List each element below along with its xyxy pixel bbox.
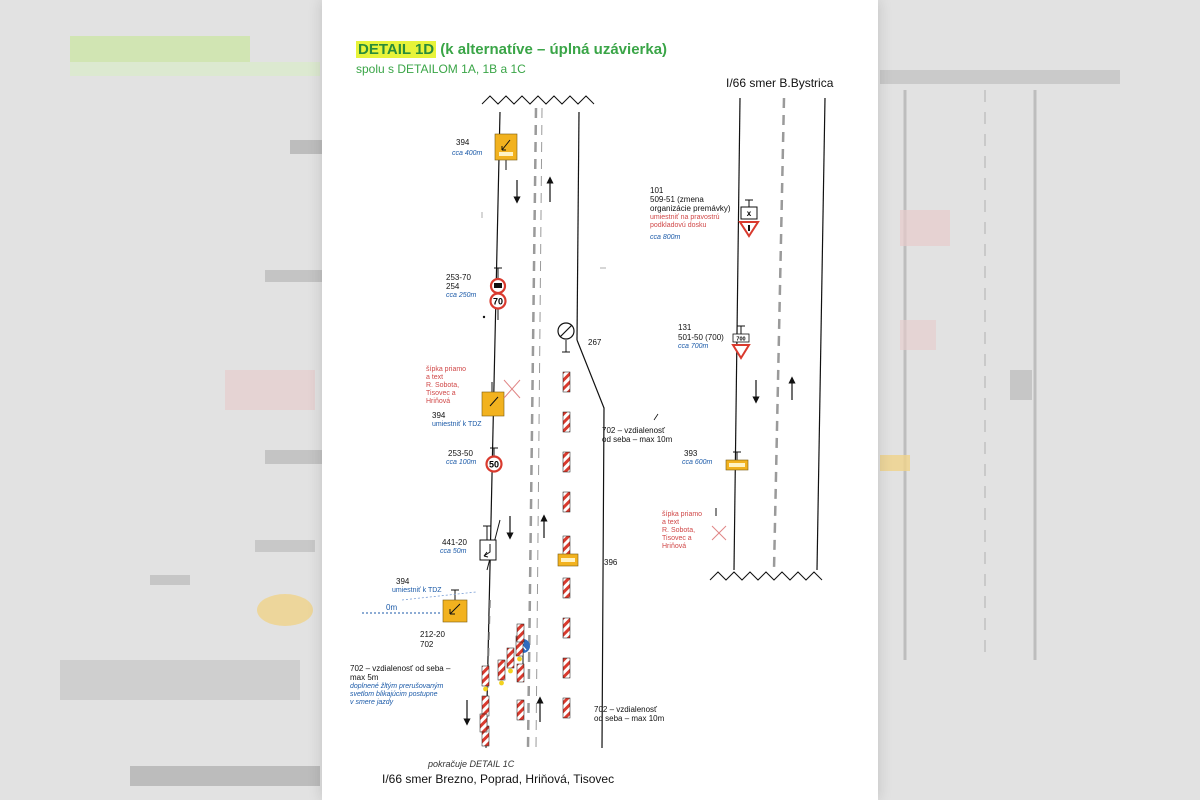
pointer-702-top [653, 413, 659, 421]
label-394-low: 394 [396, 577, 410, 586]
diagram-title: DETAIL 1D (k alternatíve – úplná uzávier… [356, 41, 667, 58]
note-blinking-light: doplnené žltým prerušovaným svetlom blik… [350, 683, 444, 707]
note-tdz-low: umiestniť k TDZ [392, 587, 442, 594]
label-396: 396 [604, 558, 618, 567]
label-253-70: 253-70 [446, 273, 471, 282]
cross-mark-left [503, 379, 521, 399]
sign-394-low [442, 589, 468, 623]
label-distance-250: cca 250m [446, 292, 477, 299]
title-rest: (k alternatíve – úplná uzávierka) [436, 41, 668, 58]
svg-text:x: x [747, 209, 752, 218]
label-zero-meter: 0m [386, 603, 398, 612]
label-267: 267 [588, 338, 602, 347]
sign-267 [557, 322, 575, 353]
sign-394-top [494, 133, 518, 170]
road-direction-top: I/66 smer B.Bystrica [726, 76, 834, 90]
sign-441-20 [479, 525, 497, 561]
label-702: 702 [420, 640, 434, 649]
distance-700-text: 700 [736, 337, 745, 343]
label-131: 131 [678, 323, 692, 332]
title-detail-highlight: DETAIL 1D [356, 41, 437, 58]
road-break-top [481, 95, 595, 105]
label-distance-700: cca 700m [678, 343, 709, 350]
label-distance-400: cca 400m [452, 150, 483, 157]
left-road [481, 95, 605, 749]
sign-393 [725, 451, 749, 471]
lane-centerline-2 [535, 107, 543, 749]
label-distance-600: cca 600m [682, 459, 713, 466]
label-253-50: 253-50 [448, 449, 473, 458]
diagram-subtitle: spolu s DETAILOM 1A, 1B a 1C [356, 62, 526, 76]
sign-131-501-50: 700 [731, 325, 751, 360]
label-101: 101 [650, 186, 664, 195]
label-212-20: 212-20 [420, 630, 445, 639]
barrier-posts-right [479, 371, 571, 733]
continues-note: pokračuje DETAIL 1C [428, 759, 515, 769]
label-441-20: 441-20 [442, 538, 467, 547]
left-road-edge [485, 111, 501, 749]
label-702-10m-top: 702 – vzdialenosť od seba – max 10m [602, 426, 673, 445]
sign-253-70-254: 70 [489, 267, 507, 320]
traffic-arrows [463, 176, 796, 726]
right-road-centerline [772, 97, 786, 571]
sign-253-50: 50 [485, 447, 503, 473]
sign-394-mid [481, 382, 505, 417]
speed-limit-50-text: 50 [489, 460, 499, 470]
label-394-top: 394 [456, 138, 470, 147]
cross-mark-right [711, 525, 727, 541]
detour-edge [576, 339, 605, 749]
note-tdz-mid: umiestniť k TDZ [432, 421, 482, 428]
note-board: umiestniť na pravostrú podkladovú dosku [650, 214, 720, 230]
label-254: 254 [446, 282, 460, 291]
label-distance-100: cca 100m [446, 459, 477, 466]
note-arrow-text-left: šípka priamo a text R. Sobota, Tisovec a… [426, 366, 467, 406]
traffic-diagram: 70 50 [362, 95, 826, 749]
label-393: 393 [684, 449, 698, 458]
label-distance-800: cca 800m [650, 234, 681, 241]
label-394-mid: 394 [432, 411, 446, 420]
label-702-5m: 702 – vzdialenosť od seba – max 5m [350, 664, 451, 683]
barrier-posts-left [481, 623, 525, 747]
speed-limit-70-text: 70 [493, 297, 503, 307]
drawing-sheet: 70 50 [322, 0, 878, 800]
label-distance-50: cca 50m [440, 548, 467, 555]
right-road-right-edge [816, 97, 826, 571]
note-arrow-text-right: šípka priamo a text R. Sobota, Tisovec a… [662, 511, 703, 551]
road-direction-bottom: I/66 smer Brezno, Poprad, Hriňová, Tisov… [382, 772, 615, 786]
right-road-break [709, 571, 823, 581]
label-702-10m-bottom: 702 – vzdialenosť od seba – max 10m [594, 705, 665, 724]
right-road [709, 97, 826, 581]
lane-centerline [526, 107, 538, 749]
zero-meter-line-2 [401, 591, 477, 601]
right-road-edge [576, 111, 580, 341]
label-509-51: 509-51 (zmena organizácie premávky) [650, 195, 731, 214]
sign-101-509-51: x [738, 199, 760, 238]
label-501-50: 501-50 (700) [678, 333, 724, 342]
sign-396 [557, 553, 579, 567]
